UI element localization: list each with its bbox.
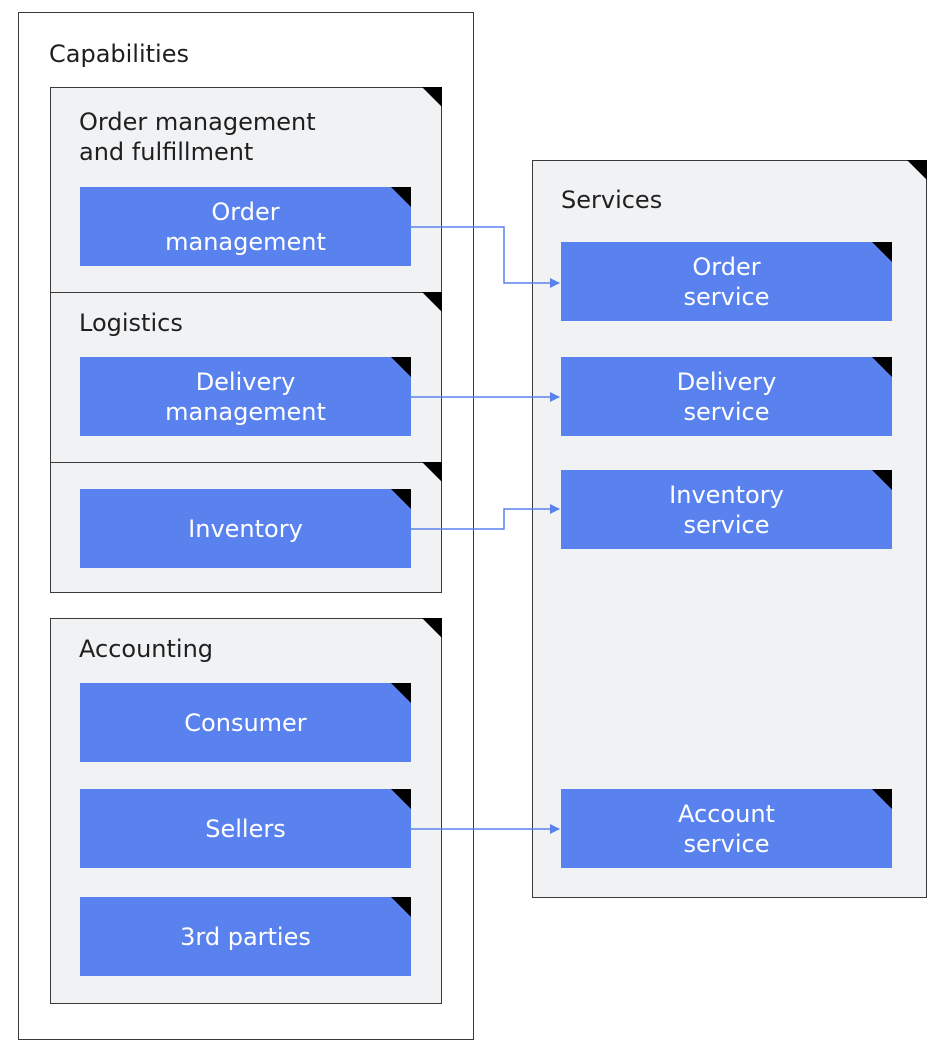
corner-marker	[872, 470, 892, 490]
box-order-service: Order service	[561, 242, 892, 321]
box-3rd-parties: 3rd parties	[80, 897, 411, 976]
corner-marker	[391, 489, 411, 509]
corner-marker	[872, 357, 892, 377]
group-accounting-title: Accounting	[79, 635, 214, 663]
services-title: Services	[561, 186, 663, 214]
box-sellers: Sellers	[80, 789, 411, 868]
box-delivery-management: Delivery management	[80, 357, 411, 436]
corner-marker	[907, 160, 927, 180]
box-account-service: Account service	[561, 789, 892, 868]
corner-marker	[422, 87, 442, 107]
corner-marker	[391, 187, 411, 207]
corner-marker	[422, 618, 442, 638]
box-delivery-service: Delivery service	[561, 357, 892, 436]
box-inventory-service: Inventory service	[561, 470, 892, 549]
corner-marker	[872, 242, 892, 262]
corner-marker	[391, 897, 411, 917]
corner-marker	[422, 292, 442, 312]
group-logistics-title: Logistics	[79, 309, 183, 337]
corner-marker	[391, 683, 411, 703]
corner-marker	[422, 462, 442, 482]
box-consumer: Consumer	[80, 683, 411, 762]
box-order-management: Order management	[80, 187, 411, 266]
corner-marker	[391, 789, 411, 809]
capabilities-title: Capabilities	[49, 40, 189, 68]
group-order-title: Order management and fulfillment	[79, 108, 316, 166]
box-inventory: Inventory	[80, 489, 411, 568]
corner-marker	[391, 357, 411, 377]
corner-marker	[872, 789, 892, 809]
